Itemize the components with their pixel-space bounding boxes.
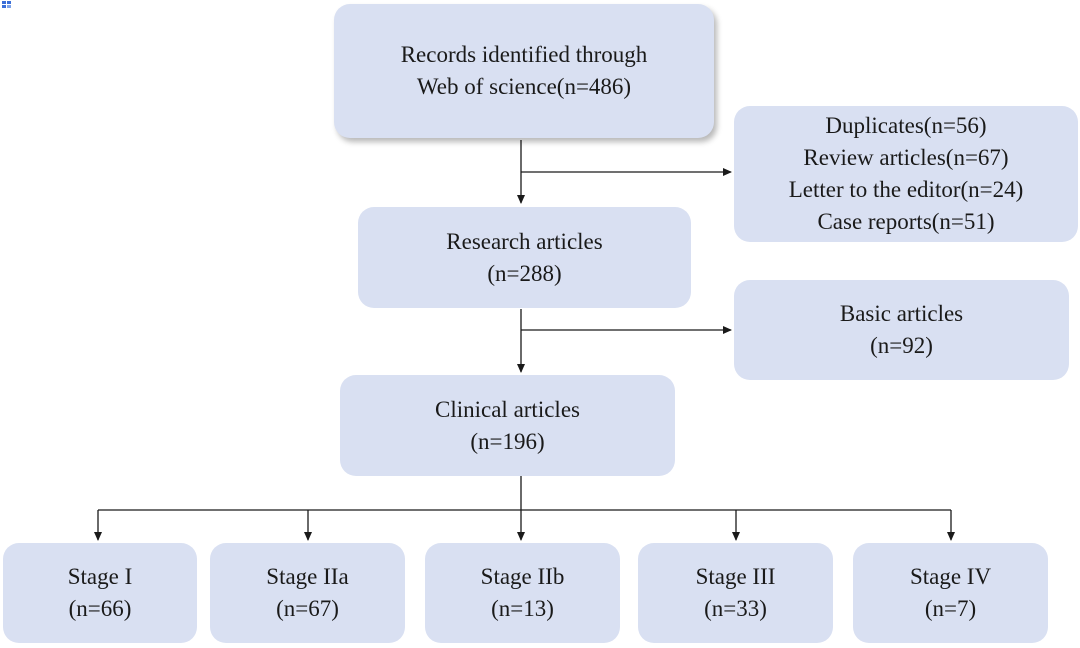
stage-box-3: Stage IIb (n=13) [425, 543, 620, 643]
basic-articles-box: Basic articles (n=92) [734, 280, 1069, 380]
records-line-1: Records identified through [400, 42, 648, 67]
excluded-item-duplicates: Duplicates(n=56) [825, 113, 987, 138]
stage-label: Stage IIb [480, 564, 565, 589]
stage-box-2: Stage IIa (n=67) [210, 543, 405, 643]
research-count: (n=288) [487, 260, 562, 286]
basic-label: Basic articles [839, 301, 964, 326]
research-articles-box: Research articles (n=288) [358, 207, 691, 308]
stage-label: Stage IV [909, 564, 992, 589]
excluded-item-reviews: Review articles(n=67) [803, 145, 1009, 170]
stage-count: (n=33) [704, 596, 767, 621]
basic-count: (n=92) [870, 333, 933, 358]
stage-count: (n=67) [276, 596, 339, 621]
research-label: Research articles [446, 228, 603, 254]
corner-glyph-icon [2, 1, 11, 8]
stage-label: Stage IIa [266, 564, 349, 589]
excluded-records-box: Duplicates(n=56) Review articles(n=67) L… [734, 106, 1078, 242]
clinical-articles-box: Clinical articles (n=196) [340, 375, 675, 476]
stage-count: (n=66) [68, 596, 132, 621]
stage-label: Stage III [695, 564, 776, 589]
stage-label: Stage I [67, 564, 133, 589]
stage-box-5: Stage IV (n=7) [853, 543, 1048, 643]
stage-count: (n=13) [491, 596, 554, 621]
stage-box-4: Stage III (n=33) [638, 543, 833, 643]
stage-count: (n=7) [924, 596, 977, 621]
excluded-item-letters: Letter to the editor(n=24) [788, 177, 1024, 202]
clinical-count: (n=196) [470, 428, 545, 454]
clinical-label: Clinical articles [435, 396, 580, 422]
records-identified-box: Records identified through Web of scienc… [334, 4, 714, 138]
records-line-2: Web of science(n=486) [416, 74, 632, 99]
stage-box-1: Stage I (n=66) [3, 543, 197, 643]
excluded-item-case-reports: Case reports(n=51) [817, 209, 995, 234]
